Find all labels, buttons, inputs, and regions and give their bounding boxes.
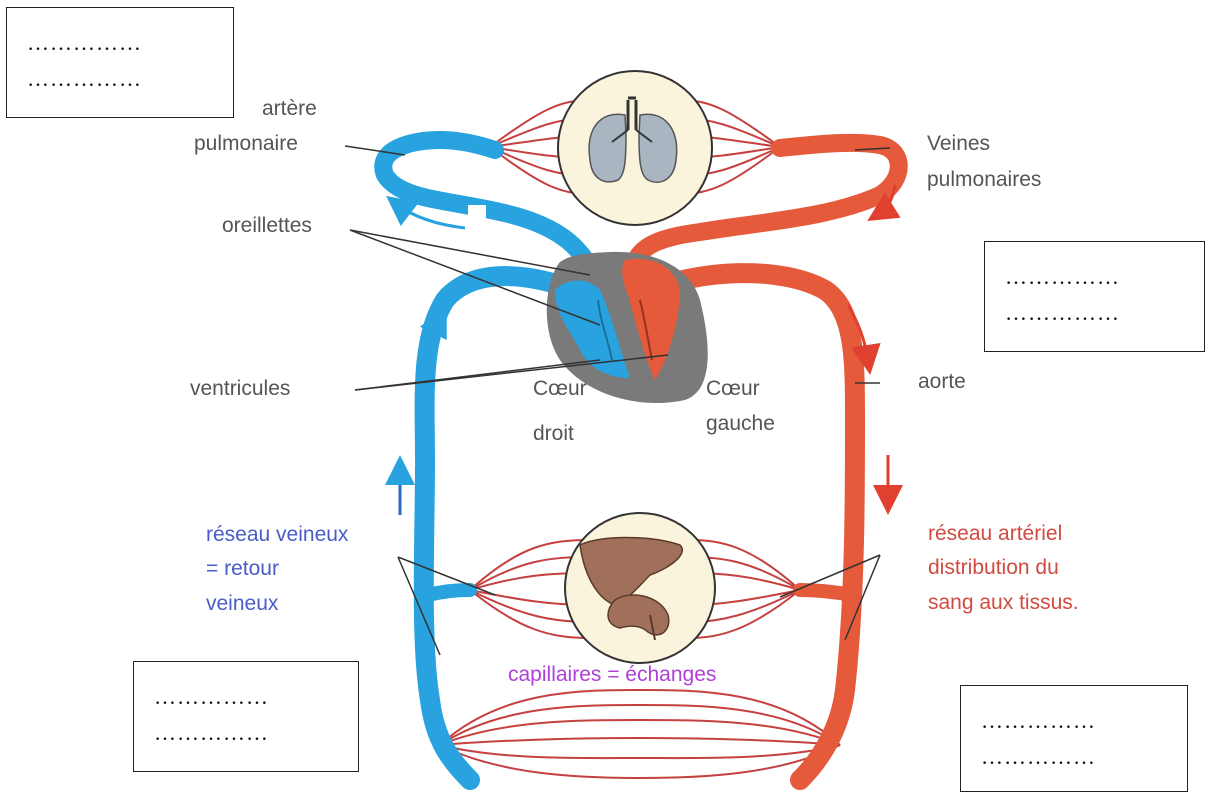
answer-box-line: …………… — [27, 66, 142, 92]
answer-box-line: …………… — [981, 744, 1096, 770]
label-capillaires: capillaires = échanges — [508, 663, 716, 686]
label-reseau-arteriel-line1: réseau artériel — [928, 522, 1062, 545]
label-oreillettes: oreillettes — [222, 214, 312, 237]
answer-box-line: …………… — [1005, 264, 1120, 290]
answer-box-line: …………… — [154, 684, 269, 710]
lower-capillaries — [440, 690, 840, 778]
label-coeur-droit-line2: droit — [533, 422, 574, 445]
answer-box-line: …………… — [981, 708, 1096, 734]
label-veines-line2: pulmonaires — [927, 168, 1041, 191]
answer-box-bottom-right[interactable]: …………… …………… — [960, 685, 1188, 792]
label-artere-line1: artère — [262, 97, 317, 120]
label-coeur-gauche-line2: gauche — [706, 412, 775, 435]
label-reseau-veineux-line1: réseau veineux — [206, 523, 349, 546]
label-ventricules: ventricules — [190, 377, 290, 400]
white-patch — [468, 205, 486, 221]
lungs-icon — [558, 71, 712, 225]
answer-box-bottom-left[interactable]: …………… …………… — [133, 661, 359, 772]
answer-box-line: …………… — [27, 30, 142, 56]
liver-kidney-icon — [565, 513, 715, 663]
label-artere-line2: pulmonaire — [194, 132, 298, 155]
label-aorte: aorte — [918, 370, 966, 393]
label-veines-line1: Veines — [927, 132, 990, 155]
label-reseau-veineux-line2: = retour — [206, 557, 279, 580]
answer-box-middle-right[interactable]: …………… …………… — [984, 241, 1205, 352]
answer-box-top-left[interactable]: …………… …………… — [6, 7, 234, 118]
label-reseau-arteriel-line3: sang aux tissus. — [928, 591, 1079, 614]
label-reseau-arteriel-line2: distribution du — [928, 556, 1059, 579]
label-coeur-gauche-line1: Cœur — [706, 377, 760, 400]
answer-box-line: …………… — [1005, 300, 1120, 326]
answer-box-line: …………… — [154, 720, 269, 746]
label-coeur-droit-line1: Cœur — [533, 377, 587, 400]
label-reseau-veineux-line3: veineux — [206, 592, 279, 615]
